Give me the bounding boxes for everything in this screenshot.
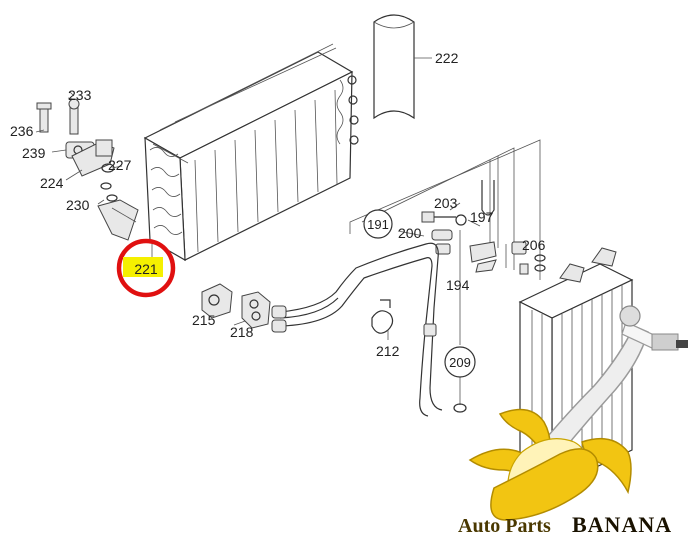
label-218: 218 [230,324,254,340]
label-203: 203 [434,195,458,211]
label-233: 233 [68,87,92,103]
circled-labels: 191 209 [363,209,476,378]
brand-text-banana: BANANA [572,512,672,537]
heater-hoses [271,242,443,417]
insulator-panel [373,14,432,120]
label-191: 191 [367,217,389,232]
brand-text-auto-parts: Auto Parts [458,515,551,537]
label-222: 222 [435,50,459,66]
banana-logo: Auto Parts BANANA [458,305,688,537]
label-197: 197 [470,209,494,225]
expansion-valve-parts [36,97,139,241]
part-labels: 233 236 239 224 227 230 222 203 197 200 … [10,50,546,359]
label-194: 194 [446,277,470,293]
evaporator-core [143,43,359,262]
label-224: 224 [40,175,64,191]
label-221: 221 [134,261,158,277]
label-206: 206 [522,237,546,253]
label-227: 227 [108,157,132,173]
label-215: 215 [192,312,216,328]
label-230: 230 [66,197,90,213]
label-239: 239 [22,145,46,161]
hose-connectors [201,283,394,340]
bracket-lines [349,139,541,405]
label-200: 200 [398,225,422,241]
label-209: 209 [449,355,471,370]
label-212: 212 [376,343,400,359]
leader-lines [35,91,481,326]
label-236: 236 [10,123,34,139]
highlight-221: 221 [116,238,176,298]
brackets [421,180,546,413]
